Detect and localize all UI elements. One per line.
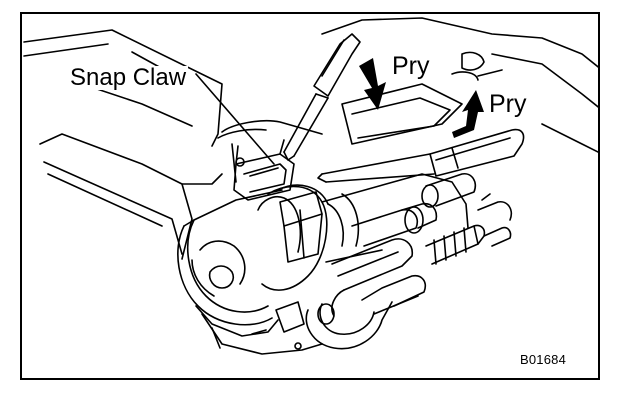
screwdriver-upper (283, 33, 361, 161)
pry-label-left: Pry (391, 52, 431, 80)
snap-claw-leader (195, 73, 275, 165)
upper-panel (321, 17, 598, 153)
component-illustration (23, 17, 598, 355)
arrow-down (359, 58, 386, 110)
snap-claw-label: Snap Claw (68, 64, 189, 91)
main-unit (177, 139, 513, 355)
pry-label-right: Pry (488, 90, 528, 118)
figure-frame: Snap Claw Pry Pry B01684 (20, 12, 600, 380)
arrow-up (452, 90, 484, 138)
figure-code: B01684 (520, 352, 567, 367)
